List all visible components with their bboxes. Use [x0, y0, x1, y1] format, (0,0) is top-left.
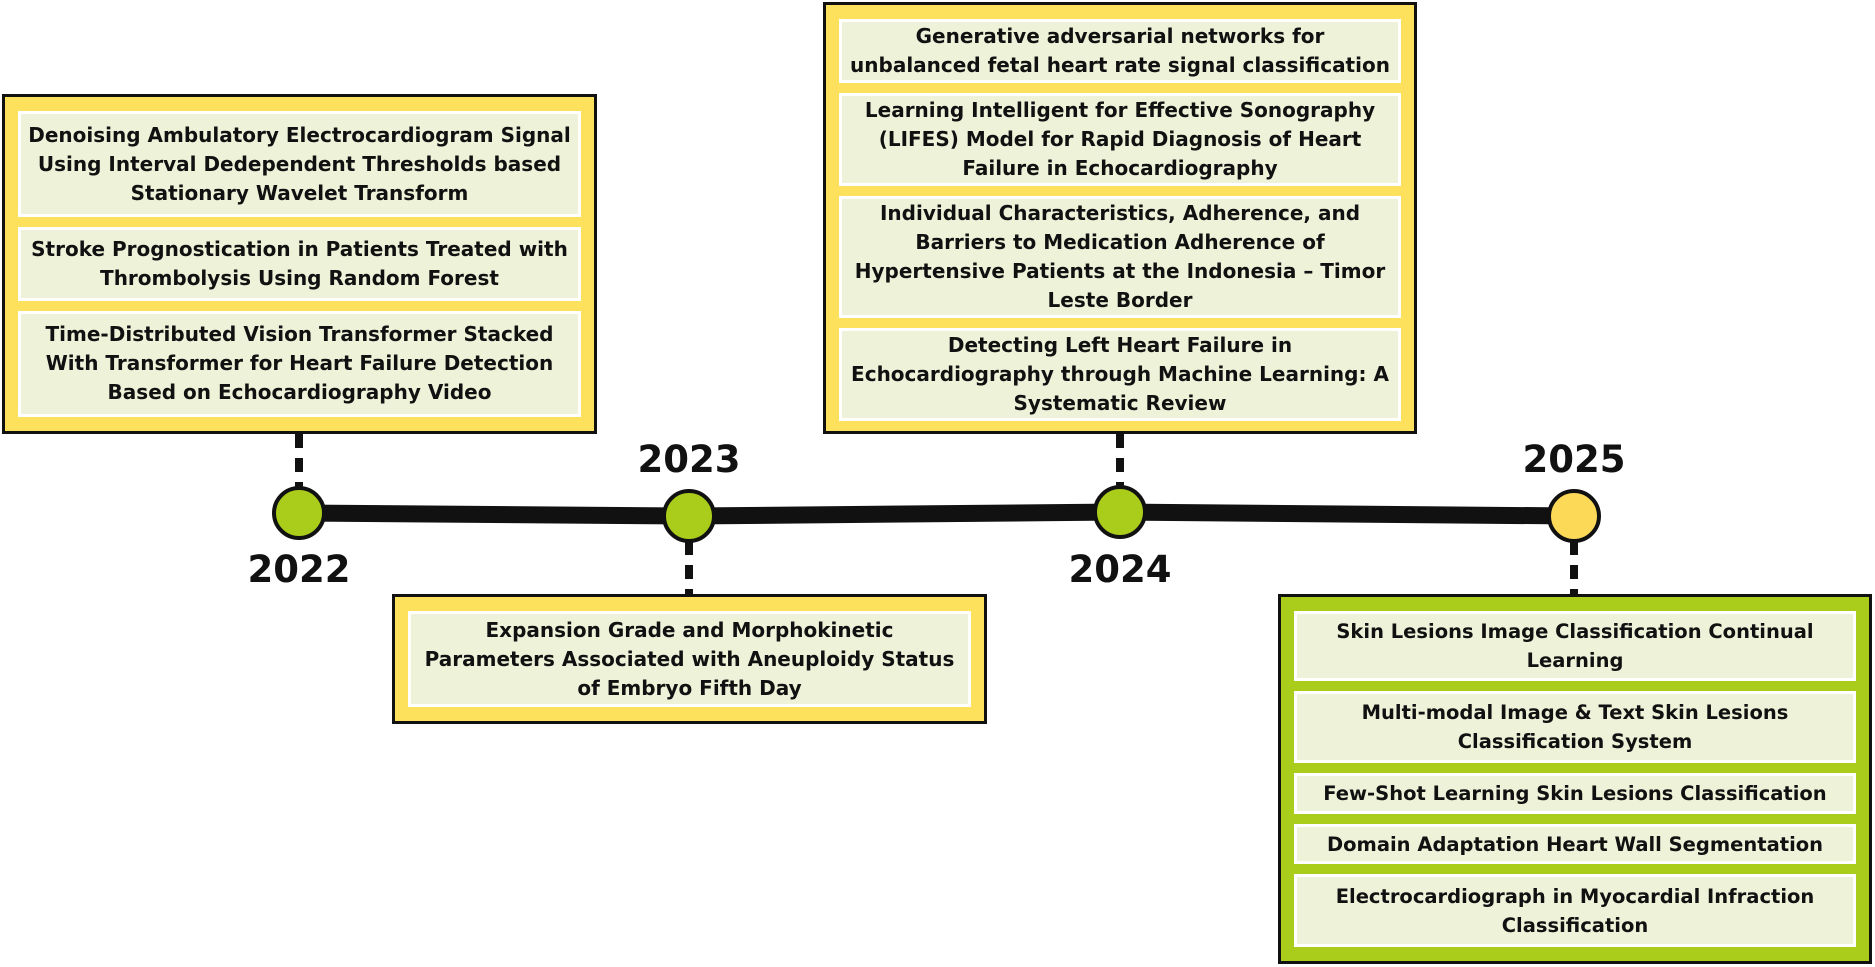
paper-card: Detecting Left Heart Failure in Echocard…	[839, 328, 1401, 421]
publications-2022-box: Denoising Ambulatory Electrocardiogram S…	[2, 94, 597, 434]
timeline-segments	[298, 503, 1575, 525]
year-label-2022: 2022	[247, 548, 351, 591]
timeline-segment	[298, 504, 690, 525]
publications-2024-box: Generative adversarial networks for unba…	[823, 2, 1417, 434]
paper-card: Learning Intelligent for Effective Sonog…	[839, 93, 1401, 186]
paper-card: Skin Lesions Image Classification Contin…	[1294, 611, 1856, 681]
year-label-2023: 2023	[637, 438, 741, 481]
paper-card: Time-Distributed Vision Transformer Stac…	[18, 310, 581, 417]
publications-2023-box: Expansion Grade and Morphokinetic Parame…	[392, 594, 987, 724]
timeline-connectors	[295, 434, 1578, 594]
year-node-2024	[1093, 485, 1147, 539]
paper-card: Electrocardiograph in Myocardial Infract…	[1294, 874, 1856, 947]
year-node-2023	[662, 489, 716, 543]
timeline-segment	[688, 503, 1121, 525]
paper-card: Expansion Grade and Morphokinetic Parame…	[408, 611, 971, 707]
timeline-segment	[1119, 503, 1575, 525]
paper-card: Multi-modal Image & Text Skin Lesions Cl…	[1294, 690, 1856, 764]
year-label-2025: 2025	[1522, 438, 1626, 481]
paper-card: Few-Shot Learning Skin Lesions Classific…	[1294, 773, 1856, 814]
paper-card: Generative adversarial networks for unba…	[839, 19, 1401, 83]
paper-card: Stroke Prognostication in Patients Treat…	[18, 227, 581, 301]
year-label-2024: 2024	[1068, 548, 1172, 591]
paper-card: Domain Adaptation Heart Wall Segmentatio…	[1294, 823, 1856, 865]
paper-card: Denoising Ambulatory Electrocardiogram S…	[18, 111, 581, 218]
publications-2025-box: Skin Lesions Image Classification Contin…	[1278, 594, 1872, 964]
year-node-2022	[272, 486, 326, 540]
year-node-2025	[1547, 489, 1601, 543]
paper-card: Individual Characteristics, Adherence, a…	[839, 196, 1401, 318]
timeline-nodes	[272, 485, 1601, 543]
